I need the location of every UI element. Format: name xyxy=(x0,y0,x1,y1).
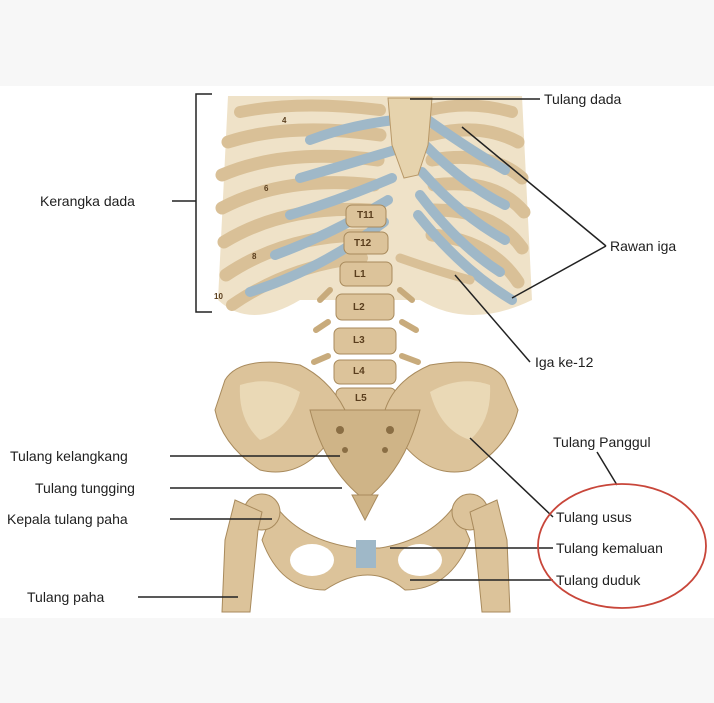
vertebra-label-t12: T12 xyxy=(354,238,372,249)
label-tulang-dada: Tulang dada xyxy=(544,91,622,107)
rib-number-10: 10 xyxy=(214,292,223,301)
vertebra-label-l1: L1 xyxy=(354,269,366,280)
spine xyxy=(311,204,421,411)
label-kepala-tulang-paha: Kepala tulang paha xyxy=(7,511,128,527)
leader-lines xyxy=(138,98,618,598)
right-ribs xyxy=(395,99,531,305)
label-tulang-tungging: Tulang tungging xyxy=(35,480,135,496)
rib-number-4: 4 xyxy=(282,116,287,125)
femurs xyxy=(221,493,511,613)
rib-number-8: 8 xyxy=(252,252,257,261)
label-tulang-paha: Tulang paha xyxy=(27,589,105,605)
label-tulang-panggul: Tulang Panggul xyxy=(553,434,651,450)
label-kerangka-dada: Kerangka dada xyxy=(40,193,135,209)
vertebra-label-t11: T11 xyxy=(357,210,374,221)
label-tulang-kemaluan: Tulang kemaluan xyxy=(556,540,663,556)
vertebra-label-l4: L4 xyxy=(353,366,365,377)
vertebra-label-l2: L2 xyxy=(353,302,365,313)
pelvis xyxy=(214,361,519,591)
panggul-highlight-ellipse xyxy=(537,483,707,609)
label-tulang-kelangkang: Tulang kelangkang xyxy=(10,448,128,464)
left-ribs xyxy=(215,99,400,311)
sternum xyxy=(387,97,433,179)
vertebra-label-l5: L5 xyxy=(355,393,367,404)
sacrum xyxy=(309,409,421,501)
label-iga-ke12: Iga ke-12 xyxy=(535,354,594,370)
kerangka-dada-bracket xyxy=(195,93,212,313)
label-tulang-duduk: Tulang duduk xyxy=(556,572,641,588)
rib-number-6: 6 xyxy=(264,184,269,193)
label-tulang-usus: Tulang usus xyxy=(556,509,632,525)
label-rawan-iga: Rawan iga xyxy=(610,238,677,254)
vertebra-label-l3: L3 xyxy=(353,335,365,346)
